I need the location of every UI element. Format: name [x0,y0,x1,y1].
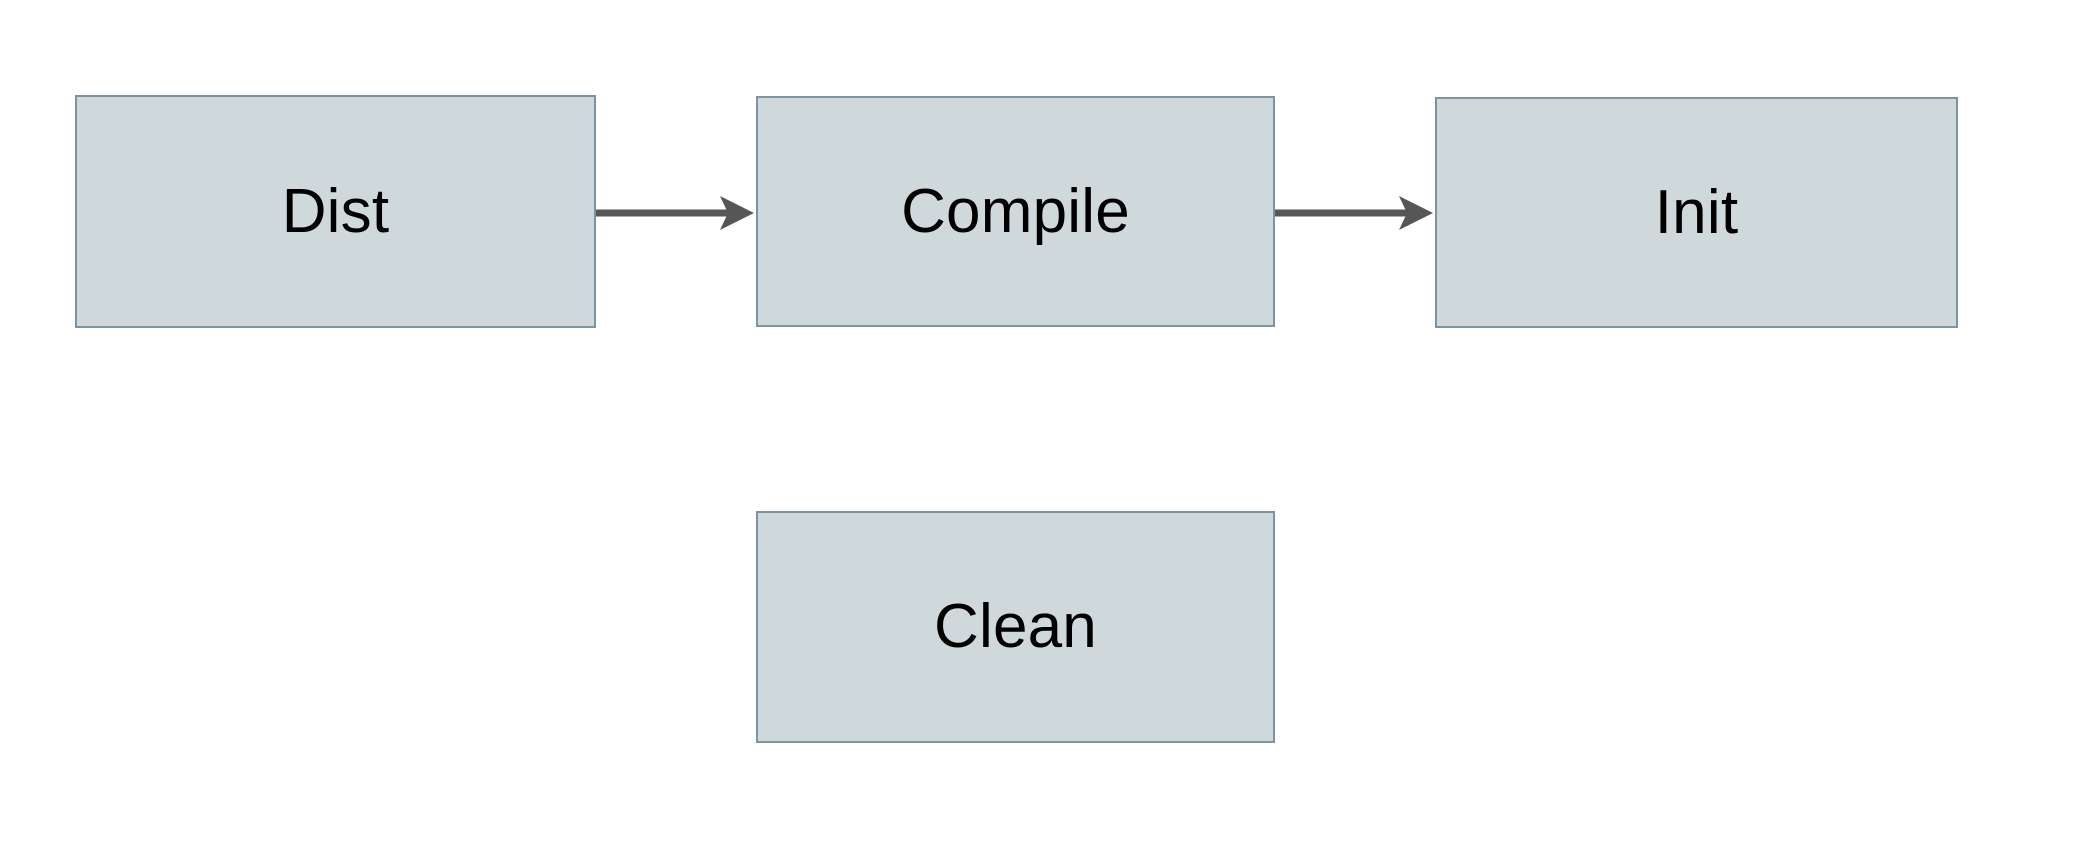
node-init-label: Init [1654,177,1739,247]
node-init[interactable]: Init [1435,97,1958,328]
arrowhead-icon [720,196,754,230]
node-dist[interactable]: Dist [75,95,596,328]
node-clean-label: Clean [934,592,1097,661]
node-dist-label: Dist [281,176,390,246]
edge-compile-to-init [1275,196,1433,230]
arrowhead-icon [1399,196,1433,230]
edge-dist-to-compile [596,196,754,230]
node-compile-label: Compile [901,176,1130,246]
node-clean[interactable]: Clean [756,511,1275,743]
node-compile[interactable]: Compile [756,96,1275,327]
